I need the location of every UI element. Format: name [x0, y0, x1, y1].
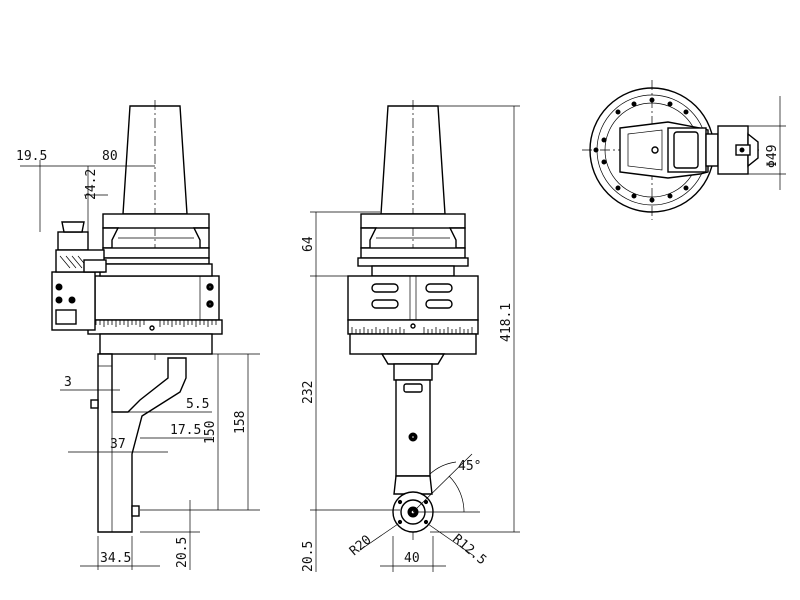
dim-19-5: 19.5	[16, 149, 47, 164]
dim-17-5: 17.5	[170, 423, 201, 438]
side-view: 19.5 80 24.2 3 5.5 17.5 37 150 158 20.5 …	[16, 100, 260, 570]
dim-20-5-left: 20.5	[175, 537, 190, 568]
dim-r20: R20	[347, 532, 375, 559]
front-view: 64 232 20.5 418.1 45° R20 R12.5 40	[301, 100, 520, 572]
dim-5-5: 5.5	[186, 397, 209, 412]
dim-3: 3	[64, 375, 72, 390]
dim-r12-5: R12.5	[449, 532, 489, 569]
dim-418-1: 418.1	[499, 303, 514, 342]
dim-phi-49: Φ49	[765, 145, 780, 168]
dim-158: 158	[233, 411, 248, 434]
dim-24-2: 24.2	[84, 169, 99, 200]
dim-232: 232	[301, 381, 316, 404]
dim-64: 64	[301, 236, 316, 252]
dim-40: 40	[404, 551, 420, 566]
dim-37: 37	[110, 437, 126, 452]
dim-45-deg: 45°	[458, 459, 481, 474]
dim-150: 150	[203, 421, 218, 444]
top-view: Φ49	[582, 80, 786, 220]
dim-80: 80	[102, 149, 118, 164]
dim-34-5: 34.5	[100, 551, 131, 566]
dim-20-5-mid: 20.5	[301, 541, 316, 572]
